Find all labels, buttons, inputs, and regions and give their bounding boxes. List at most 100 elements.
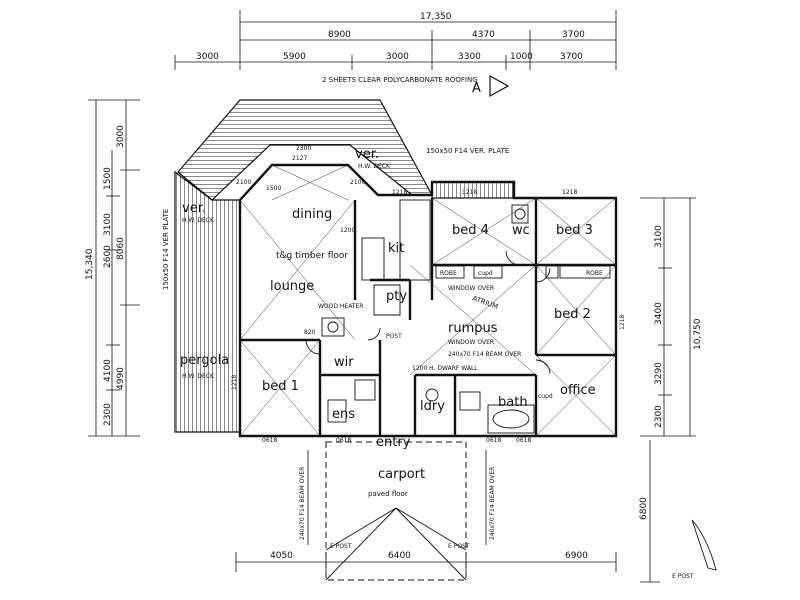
- dim-top2-c: 3000: [386, 52, 409, 62]
- svg-text:POST: POST: [386, 333, 402, 340]
- svg-text:cupd: cupd: [478, 270, 493, 277]
- floor-note: t&g timber floor: [276, 251, 348, 261]
- room-bed2: bed 2: [554, 307, 591, 322]
- svg-text:240x70 F14 BEAM OVER: 240x70 F14 BEAM OVER: [489, 467, 496, 540]
- kitchen-fixtures: [321, 199, 431, 337]
- svg-text:2127: 2127: [292, 155, 307, 162]
- dim-top1-c: 3700: [562, 30, 585, 40]
- door-swings: [305, 250, 551, 375]
- room-wc: wc: [512, 223, 530, 238]
- svg-text:0618: 0618: [516, 437, 531, 444]
- room-bed3: bed 3: [556, 223, 593, 238]
- carport: [307, 441, 487, 581]
- dim-left-overall: 15,340: [85, 248, 95, 280]
- svg-text:3100: 3100: [654, 225, 664, 248]
- dim-top2-d: 3300: [458, 52, 481, 62]
- roofing-note: 2 SHEETS CLEAR POLYCARBONATE ROOFING: [322, 76, 478, 84]
- svg-text:6400: 6400: [388, 551, 411, 561]
- right-dimensions: 10,750 3100 3400 3290 2300 6800: [639, 197, 703, 583]
- svg-text:240x70 F14 BEAM OVER: 240x70 F14 BEAM OVER: [299, 467, 306, 540]
- room-diagonals: [239, 164, 617, 437]
- room-carport: carport: [378, 467, 425, 482]
- room-ver-right: ver.: [355, 147, 379, 162]
- svg-text:E POST: E POST: [330, 543, 352, 550]
- svg-text:E POST: E POST: [448, 543, 470, 550]
- svg-text:1218: 1218: [619, 315, 626, 330]
- window-over-note-1: WINDOW OVER: [448, 285, 494, 292]
- svg-text:H.W. DECK: H.W. DECK: [182, 373, 215, 380]
- svg-text:0618: 0618: [486, 437, 501, 444]
- room-bed4: bed 4: [452, 223, 489, 238]
- svg-text:2300: 2300: [103, 403, 113, 426]
- paved-note: paved floor: [368, 490, 408, 498]
- bottom-dimensions: 4050 6400 6900: [235, 551, 617, 572]
- svg-text:ROBE: ROBE: [440, 270, 457, 277]
- svg-text:8060: 8060: [116, 237, 126, 260]
- svg-text:1218: 1218: [392, 189, 407, 196]
- svg-text:ROBE: ROBE: [586, 270, 603, 277]
- svg-text:6900: 6900: [565, 551, 588, 561]
- svg-text:2100: 2100: [350, 179, 365, 186]
- robes: ROBE ROBE cupd cupd: [435, 265, 611, 400]
- svg-text:2600: 2600: [103, 245, 113, 268]
- room-wir: wir: [334, 355, 354, 370]
- room-ens: ens: [332, 407, 355, 422]
- plate-note-right: 150x50 F14 VER. PLATE: [426, 147, 509, 155]
- left-dimensions: 15,340 3000 8060 4990 1500 3100 2600 410…: [85, 99, 140, 437]
- svg-text:2300: 2300: [296, 145, 311, 152]
- room-pergola: pergola: [180, 353, 229, 368]
- dim-top1-b: 4370: [472, 30, 495, 40]
- dim-top2-b: 5900: [283, 52, 306, 62]
- north-arrow-icon: A: [472, 74, 510, 98]
- svg-text:cupd: cupd: [538, 393, 553, 400]
- plate-note-left: 150x50 F14 VER PLATE: [162, 209, 170, 290]
- top-dimensions: 17,350 8900 4370 3700 3000 5900 3000 330…: [174, 10, 617, 70]
- roof-deck-top: [177, 99, 434, 201]
- svg-text:1218: 1218: [462, 189, 477, 196]
- svg-text:4050: 4050: [270, 551, 293, 561]
- svg-text:3400: 3400: [654, 302, 664, 325]
- svg-text:3000: 3000: [116, 125, 126, 148]
- svg-text:3290: 3290: [654, 362, 664, 385]
- beam-note: 240x70 F14 BEAM OVER: [448, 351, 521, 358]
- room-rumpus: rumpus: [448, 321, 498, 336]
- window-over-note-2: WINDOW OVER: [448, 339, 494, 346]
- svg-text:1500: 1500: [103, 167, 113, 190]
- site-curve: [691, 519, 717, 571]
- dim-top2-e: 1000: [510, 52, 533, 62]
- svg-text:2300: 2300: [654, 405, 664, 428]
- svg-text:1500: 1500: [266, 185, 281, 192]
- dim-top2-f: 3700: [560, 52, 583, 62]
- room-lounge: lounge: [270, 279, 314, 294]
- room-bath: bath: [498, 395, 528, 410]
- atrium-note: ATRIUM: [471, 294, 499, 311]
- room-laundry: ldry: [420, 399, 445, 414]
- svg-text:H.W. DECK: H.W. DECK: [358, 163, 391, 170]
- svg-text:A: A: [472, 81, 481, 96]
- wet-fixtures: [327, 204, 535, 434]
- svg-text:0618: 0618: [262, 437, 277, 444]
- dim-top1-a: 8900: [328, 30, 351, 40]
- dim-right-overall: 10,750: [693, 318, 703, 350]
- room-kit: kit: [388, 241, 404, 256]
- dwarf-wall-note: 1200 H. DWARF WALL: [412, 365, 478, 372]
- svg-text:3100: 3100: [103, 213, 113, 236]
- svg-text:4990: 4990: [116, 367, 126, 390]
- svg-text:1200: 1200: [340, 227, 355, 234]
- room-dining: dining: [292, 207, 332, 222]
- room-bed1: bed 1: [262, 379, 299, 394]
- svg-text:H.W. DECK: H.W. DECK: [182, 217, 215, 224]
- room-office: office: [560, 383, 596, 398]
- svg-text:6800: 6800: [639, 497, 649, 520]
- room-pty: pty: [386, 289, 407, 304]
- svg-text:2100: 2100: [236, 179, 251, 186]
- wood-heater-note: WOOD HEATER: [318, 303, 363, 310]
- svg-text:E POST: E POST: [672, 573, 694, 580]
- svg-text:0618: 0618: [336, 437, 351, 444]
- svg-text:820: 820: [304, 329, 316, 336]
- svg-text:1218: 1218: [231, 375, 238, 390]
- svg-text:4100: 4100: [103, 359, 113, 382]
- dim-top2-a: 3000: [196, 52, 219, 62]
- dim-overall: 17,350: [420, 12, 452, 22]
